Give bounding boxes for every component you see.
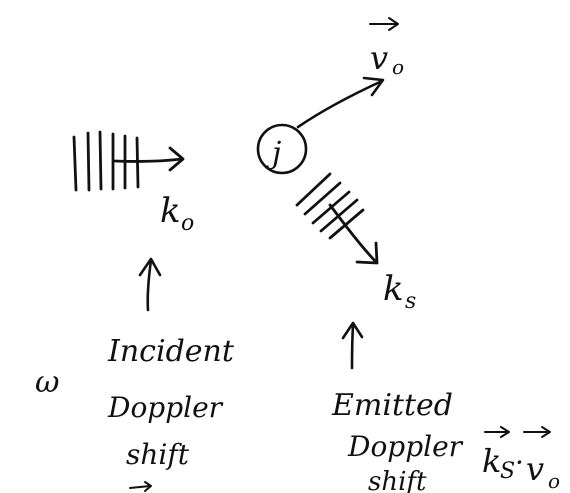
emitted-caption-line-2: Doppler xyxy=(347,430,464,463)
svg-text:j: j xyxy=(266,136,281,171)
velocity-arrow xyxy=(296,76,385,129)
svg-text:o: o xyxy=(392,55,404,79)
svg-text:v: v xyxy=(370,39,388,77)
svg-text:v: v xyxy=(526,450,544,488)
velocity-label: v o xyxy=(369,17,404,79)
incident-caption: Incident Doppler shift xyxy=(107,334,235,492)
incident-caption-line-2: Doppler xyxy=(107,391,224,424)
emitted-caption-line-3: shift xyxy=(368,467,427,493)
svg-text:k: k xyxy=(160,191,181,231)
svg-text:o: o xyxy=(548,469,560,493)
incident-pointer-arrow xyxy=(138,257,162,312)
svg-text:o: o xyxy=(181,211,194,236)
incident-wave-arrow xyxy=(72,130,185,192)
incident-caption-line-3: shift xyxy=(126,438,190,471)
svg-text:k: k xyxy=(383,269,404,309)
emitted-caption-line-1: Emitted xyxy=(331,388,453,423)
particle-j: j xyxy=(256,123,308,175)
frequency-symbol: ω xyxy=(35,365,59,400)
svg-text:s: s xyxy=(405,289,416,314)
incident-wavevector-label: k o xyxy=(160,191,194,236)
emitted-formula: k S · v o xyxy=(482,426,560,493)
svg-text:·: · xyxy=(515,446,524,479)
scattered-wavevector-label: k s xyxy=(383,269,416,314)
svg-text:S: S xyxy=(500,459,515,484)
incident-caption-line-1: Incident xyxy=(107,334,235,369)
svg-text:k: k xyxy=(482,442,501,480)
emitted-caption: Emitted Doppler shift xyxy=(331,388,464,493)
scattered-wave-arrow xyxy=(295,172,379,265)
emitted-pointer-arrow xyxy=(341,321,364,370)
